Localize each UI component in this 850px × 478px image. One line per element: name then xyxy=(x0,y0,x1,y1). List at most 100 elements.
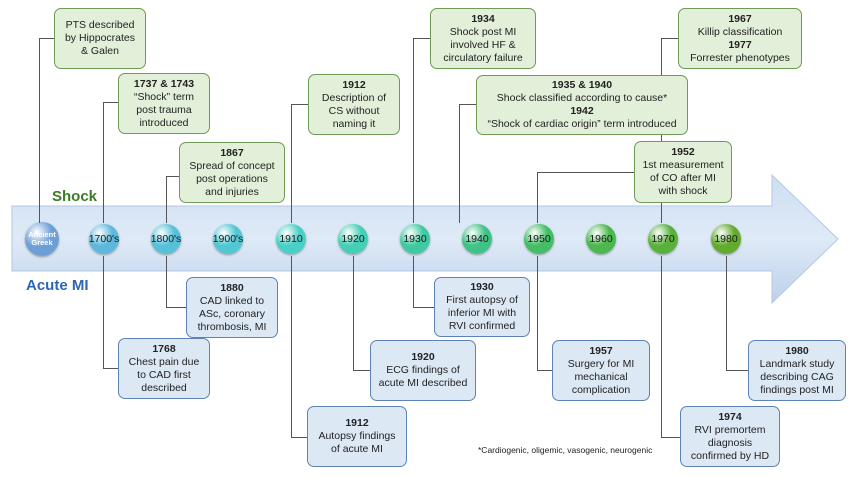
event-text: describing CAG xyxy=(760,370,834,383)
event-text: complication xyxy=(571,383,631,396)
timeline-marker: 1930 xyxy=(400,224,430,254)
event-text: Landmark study xyxy=(759,357,835,370)
event-year: 1974 xyxy=(718,410,742,423)
timeline-marker: 1910 xyxy=(276,224,306,254)
event-text: inferior MI with xyxy=(447,307,517,319)
timeline-marker: 1700's xyxy=(89,224,119,254)
event-text: naming it xyxy=(332,117,376,130)
event-year: 1957 xyxy=(589,344,613,357)
connector-line xyxy=(166,307,186,309)
event-text: Chest pain due xyxy=(128,355,200,368)
connector-line xyxy=(413,256,415,307)
connector-line xyxy=(353,370,370,372)
timeline-marker-label: 1940 xyxy=(465,233,489,245)
event-text: by Hippocrates xyxy=(64,32,136,44)
event-text: Killip classification xyxy=(697,25,783,38)
connector-line xyxy=(726,256,728,370)
timeline-marker-label: 1970 xyxy=(651,233,675,245)
event-text: acute MI described xyxy=(378,377,468,389)
event-text: PTS described xyxy=(65,19,135,31)
connector-line xyxy=(537,370,552,372)
event-year: 1980 xyxy=(785,344,809,357)
connector-line xyxy=(103,102,105,223)
event-text: described xyxy=(141,381,187,394)
event-text: to CAD first xyxy=(137,368,191,381)
event-text: 1st measurement xyxy=(642,159,724,171)
connector-line xyxy=(537,256,539,370)
event-year: 1942 xyxy=(570,105,594,117)
connector-line xyxy=(166,176,168,223)
event-year: 1880 xyxy=(220,281,244,294)
event-text: CAD linked to xyxy=(199,294,265,307)
connector-line xyxy=(459,104,476,106)
event-text: post trauma xyxy=(136,103,192,116)
shock-section-label: Shock xyxy=(52,188,98,205)
connector-line xyxy=(291,104,308,106)
timeline-marker-label: 1920 xyxy=(341,233,365,245)
event-text: RVI confirmed xyxy=(448,320,516,332)
event-year: 1935 & 1940 xyxy=(551,79,613,91)
event-text: Forrester phenotypes xyxy=(690,51,790,64)
connector-line xyxy=(39,38,54,40)
event-text: “Shock” term xyxy=(133,90,195,103)
connector-line xyxy=(353,256,355,370)
timeline-marker: 1940 xyxy=(462,224,492,254)
event-year: 1967 xyxy=(728,12,752,25)
event-text: mechanical xyxy=(574,370,628,383)
connector-line xyxy=(103,102,118,104)
event-text: post operations xyxy=(196,172,268,185)
event-text: Description of xyxy=(321,91,387,104)
connector-line xyxy=(291,256,293,437)
event-text: & Galen xyxy=(81,45,119,57)
timeline-marker-label: 1960 xyxy=(589,233,613,245)
event-text: RVI premortem xyxy=(694,423,766,436)
event-year: 1912 xyxy=(342,78,366,91)
timeline-marker-label: Ancient Greek xyxy=(28,230,56,247)
connector-line xyxy=(726,370,748,372)
event-text: Spread of concept xyxy=(189,159,275,172)
event-text: of acute MI xyxy=(331,443,383,455)
event-text: First autopsy of xyxy=(446,294,518,306)
event-text: CS without xyxy=(328,104,380,117)
timeline-marker: 1950 xyxy=(524,224,554,254)
event-text: and injuries xyxy=(205,185,259,198)
event-text: thrombosis, MI xyxy=(197,320,267,333)
event-year: 1768 xyxy=(152,342,176,355)
event-text: confirmed by HD xyxy=(690,449,770,462)
event-text: ASc, coronary xyxy=(199,307,265,320)
event-text: Shock classified according to cause* xyxy=(496,92,668,104)
timeline-marker: 1920 xyxy=(338,224,368,254)
event-year: 1912 xyxy=(345,417,369,429)
event-text: ECG findings of xyxy=(386,364,460,376)
event-text: with shock xyxy=(658,185,708,197)
connector-line xyxy=(413,38,415,223)
connector-line xyxy=(166,176,179,178)
event-text: Autopsy findings xyxy=(318,430,396,442)
timeline-marker-label: 1980 xyxy=(714,233,738,245)
event-year: 1934 xyxy=(471,12,495,25)
event-text: Surgery for MI xyxy=(567,357,635,370)
connector-line xyxy=(291,104,293,223)
event-text: findings post MI xyxy=(760,383,834,396)
event-year: 1867 xyxy=(220,146,244,159)
connector-line xyxy=(291,437,308,439)
event-text: circulatory failure xyxy=(443,51,523,64)
connector-line xyxy=(39,38,41,223)
connector-line xyxy=(537,172,634,174)
connector-line xyxy=(459,104,461,223)
event-text: diagnosis xyxy=(707,436,753,449)
event-text: involved HF & xyxy=(450,38,516,51)
timeline-marker-label: 1930 xyxy=(403,233,427,245)
event-year: 1737 & 1743 xyxy=(133,77,195,90)
